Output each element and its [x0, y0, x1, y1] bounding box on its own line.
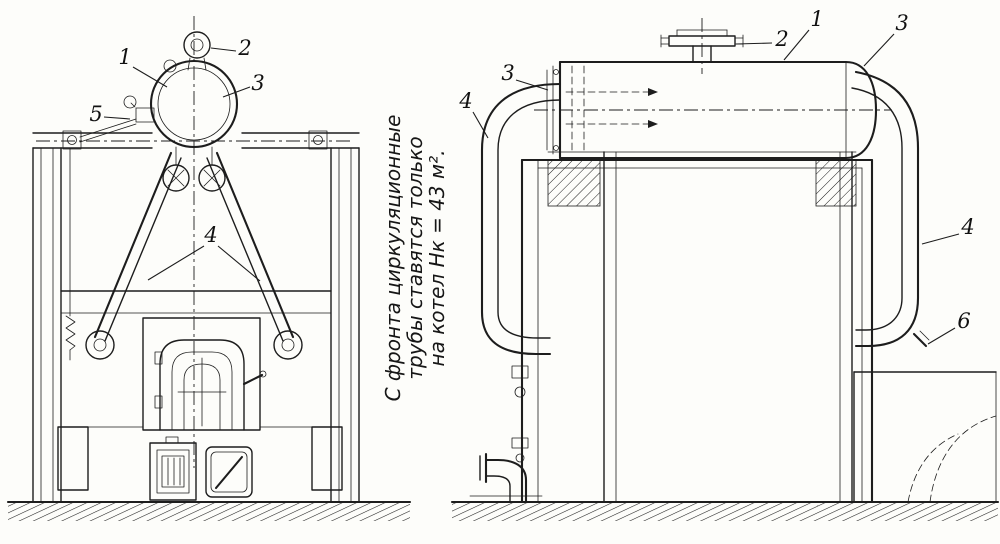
annotation-line-3: на котел Нк = 43 м². [425, 150, 449, 367]
upper-drum-side [546, 60, 878, 160]
callout-side-6: 6 [957, 309, 970, 333]
frame-columns-front [32, 147, 360, 503]
ash-pit-doors [149, 436, 253, 501]
callout-side-3-right: 3 [895, 11, 908, 35]
circulation-pipes-front [85, 151, 303, 360]
safety-valve-fitting [163, 31, 211, 73]
ground-front [6, 500, 412, 521]
drum-pulleys [162, 146, 226, 192]
front-view: 1 2 3 4 5 [6, 16, 412, 521]
blowdown-elbow [469, 452, 543, 504]
centerlines-front [36, 16, 352, 468]
callout-side-3-left: 3 [501, 61, 514, 85]
ground-side [450, 500, 1000, 521]
front-wall-fittings [511, 365, 529, 463]
callouts-side: 2 1 3 3 4 4 6 [458, 7, 975, 345]
beam-end-brackets [62, 130, 328, 150]
callout-side-1: 1 [810, 7, 823, 31]
upper-drum-front [149, 59, 239, 149]
annotation-note: С фронта циркуляционные трубы ставятся т… [381, 115, 449, 402]
callouts-front: 1 2 3 4 5 [89, 36, 265, 282]
side-wall-panels-front [57, 426, 343, 491]
callout-front-4: 4 [203, 223, 217, 247]
hanger-rod-spring [65, 147, 76, 361]
annotation-line-2: трубы ставятся только [403, 136, 427, 379]
callout-front-5: 5 [89, 102, 102, 126]
circulation-pipe-left-loop [480, 82, 562, 356]
callout-front-2: 2 [237, 36, 251, 60]
annotation-line-1: С фронта циркуляционные [381, 115, 405, 402]
callout-side-4-right: 4 [960, 215, 974, 239]
foundation-block [853, 371, 997, 503]
side-view: 2 1 3 3 4 4 6 [450, 7, 1000, 521]
circulation-pipe-right-loop [851, 70, 930, 348]
callout-side-2: 2 [774, 27, 788, 51]
top-frame-beam [32, 132, 360, 149]
firebox-door [142, 317, 267, 431]
steam-outlet-fitting [660, 29, 744, 63]
boiler-body-side [520, 151, 874, 504]
centerlines-side [534, 18, 892, 111]
callout-side-4-left: 4 [458, 89, 472, 113]
callout-front-3: 3 [251, 71, 264, 95]
callout-front-1: 1 [118, 45, 131, 69]
